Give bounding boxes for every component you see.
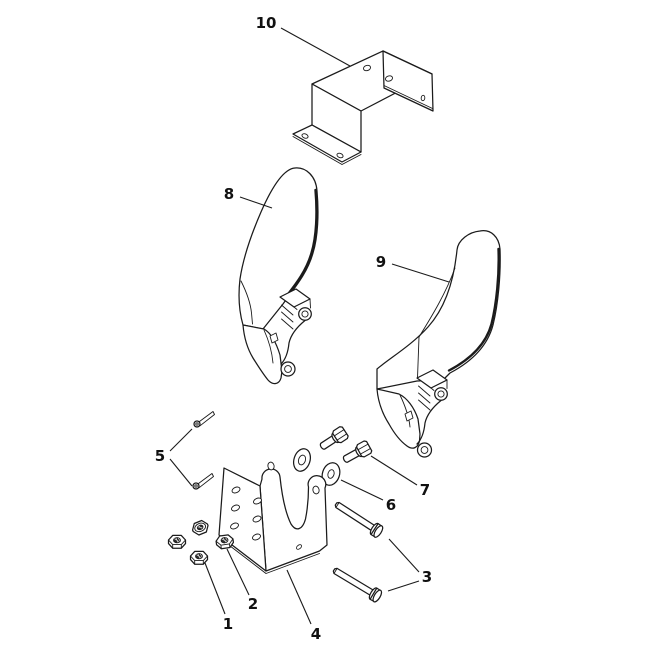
callout-1: 1 xyxy=(204,562,233,633)
bracket-ear-hole-right xyxy=(312,485,320,495)
part-1-2-nuts-drawing xyxy=(167,519,235,565)
part-10-mounting-bracket-drawing xyxy=(292,50,434,165)
leader-line-4 xyxy=(286,569,312,625)
callout-7: 7 xyxy=(370,455,430,499)
part-6-washers-drawing xyxy=(292,448,341,486)
part-8-left-lever-drawing xyxy=(238,167,319,385)
callout-5: 5 xyxy=(155,428,193,487)
callout-9-label: 9 xyxy=(376,253,386,271)
callout-10-label: 10 xyxy=(256,14,277,32)
part-3-clevis-pins-drawing xyxy=(329,497,386,604)
leader-line-2 xyxy=(226,548,250,596)
lever9-upper-pivot-hole xyxy=(437,390,445,398)
callout-6: 6 xyxy=(340,479,396,514)
leader-line-9 xyxy=(391,263,450,283)
lever8-upper-pivot-hole xyxy=(301,310,309,318)
callout-6-label: 6 xyxy=(386,496,396,514)
lever8-lower-pivot-hole xyxy=(284,365,292,373)
callout-3: 3 xyxy=(387,538,432,592)
lever9-lower-pivot-hole xyxy=(420,446,429,454)
callout-2: 2 xyxy=(226,548,258,613)
lock-nut-bottom xyxy=(189,550,209,565)
bracket-ear-hole-left xyxy=(267,461,275,471)
leader-line-10 xyxy=(280,27,351,67)
callout-9: 9 xyxy=(376,253,450,283)
callout-10: 10 xyxy=(256,14,351,67)
part-9-right-lever-drawing xyxy=(376,230,501,458)
leader-line-5b xyxy=(169,458,193,487)
callout-1-label: 1 xyxy=(223,615,233,633)
callout-7-label: 7 xyxy=(420,481,430,499)
part-4-pivot-bracket-drawing xyxy=(218,461,328,574)
leader-line-3a xyxy=(388,538,420,573)
callout-3-label: 3 xyxy=(422,568,432,586)
leader-line-7 xyxy=(370,455,418,486)
leader-line-3b xyxy=(387,580,420,592)
leader-line-1 xyxy=(204,562,226,615)
nut-top-view xyxy=(191,519,209,536)
lock-nut-left xyxy=(167,534,187,549)
callout-5-label: 5 xyxy=(155,447,165,465)
part-5-cotter-pins-drawing xyxy=(192,410,216,490)
leader-line-6 xyxy=(340,479,384,501)
callout-8-label: 8 xyxy=(224,185,234,203)
callout-4: 4 xyxy=(286,569,321,643)
callout-2-label: 2 xyxy=(248,595,258,613)
callout-4-label: 4 xyxy=(311,625,321,643)
callout-8: 8 xyxy=(224,185,273,209)
part-7-hex-bolts-drawing xyxy=(316,425,374,467)
callouts: 10 8 9 5 7 6 3 1 xyxy=(155,14,450,643)
leader-line-8 xyxy=(239,196,273,209)
bracket-flange-hole xyxy=(420,94,426,102)
leader-line-5a xyxy=(169,428,193,452)
